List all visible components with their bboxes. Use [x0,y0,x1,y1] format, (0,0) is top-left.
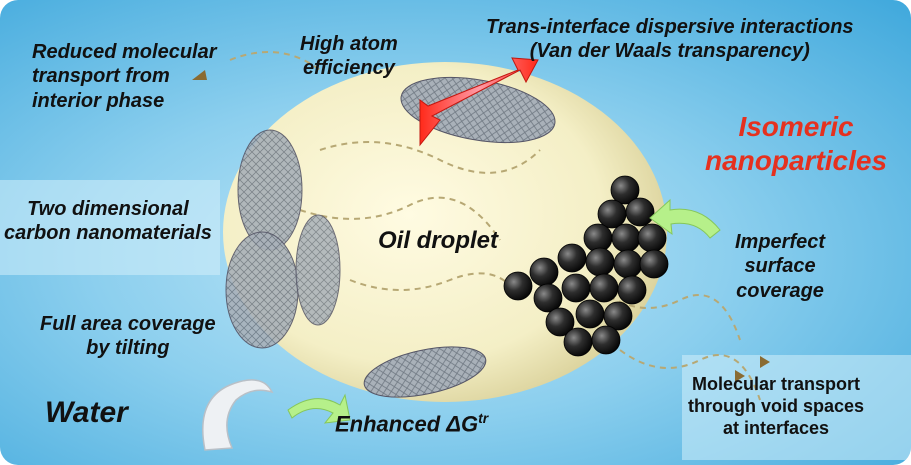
right-label-panel [682,355,911,460]
nanoparticle-cluster [503,175,669,357]
label-two-dim: Two dimensional carbon nanomaterials [4,198,212,245]
label-delta-g: ΔG [446,411,479,437]
green-arrows [287,198,721,424]
label-enhanced-delta-g: Enhanced ΔGtr [335,410,488,438]
water-molecule-shape [202,379,274,451]
label-molecular-void: Molecular transport through void spaces … [688,374,865,438]
label-full-area: Full area coverage by tilting [40,313,216,360]
label-imperfect-coverage: Imperfect surface coverage [735,231,826,302]
carbon-sheets [225,76,556,398]
label-water: Water [45,396,128,429]
label-isomeric-nanoparticles: Isomeric nanoparticles [705,111,888,177]
label-delta-g-sup: tr [478,410,489,426]
label-trans-interface: Trans-interface dispersive interactions … [486,16,854,63]
transport-arrows [192,70,770,382]
label-high-atom: High atom efficiency [300,33,398,80]
label-reduced-transport: Reduced molecular transport from interio… [32,41,217,112]
left-label-panel [0,180,220,275]
red-double-arrow [419,57,539,147]
label-enhanced-text: Enhanced [335,411,447,437]
label-oil-droplet: Oil droplet [378,227,498,254]
